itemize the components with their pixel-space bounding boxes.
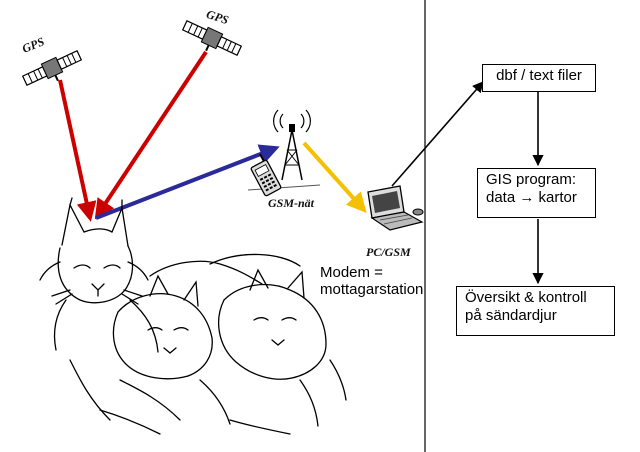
gps-signal-arrow-right [94,50,208,220]
gsm-to-pc-arrow [302,141,367,213]
lynx-drawing [39,197,347,435]
pc-label: PC/GSM [366,245,411,259]
gis-box: GIS program: data → kartor [477,168,596,218]
gps-signal-arrow-left [58,79,97,222]
laptop-icon [367,185,424,231]
overview-box: Översikt & kontroll på sändardjur [456,286,615,336]
satellite-icon [181,19,243,57]
satellite-icon [21,49,83,87]
gsm-tower-icon [247,109,321,191]
gsm-link-arrow [95,144,280,220]
gis-box-label: GIS program: data → kartor [486,171,577,206]
mobile-phone-icon [250,153,282,197]
modem-label: Modem = mottagarstation [320,264,424,298]
dbf-box-label: dbf / text filer [496,67,582,84]
pc-to-dbf-arrow [391,81,484,187]
gsm-label: GSM-nät [268,196,315,210]
dbf-box: dbf / text filer [482,64,596,92]
overview-box-label: Översikt & kontroll på sändardjur [465,289,587,324]
